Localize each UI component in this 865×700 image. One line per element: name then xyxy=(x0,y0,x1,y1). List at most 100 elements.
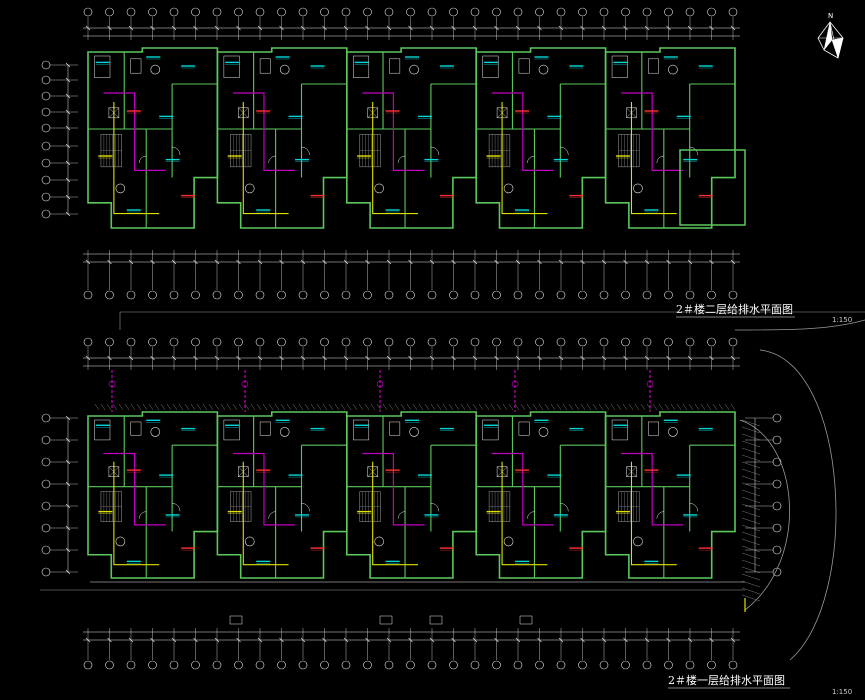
dimension-tick xyxy=(408,259,413,265)
toilet-fixture xyxy=(482,419,499,441)
floor-drain-fixture xyxy=(633,536,643,547)
manhole xyxy=(229,615,243,625)
dimension-tick xyxy=(515,259,521,265)
shaft-cross xyxy=(626,107,637,118)
shaft-cross xyxy=(108,466,120,477)
grid-axis-bubble xyxy=(556,660,566,670)
floor-drain-fixture xyxy=(244,536,255,547)
grid-axis-bubble xyxy=(492,337,501,347)
grid-axis-bubble xyxy=(277,290,286,300)
dimension-tick xyxy=(730,637,736,643)
dimension-tick xyxy=(107,25,112,31)
grid-axis-bubble xyxy=(234,660,243,670)
dimension-tick xyxy=(322,259,327,265)
dimension-tick xyxy=(687,25,693,31)
dimension-tick xyxy=(193,637,198,643)
door-swing xyxy=(689,503,698,512)
supply-pipe xyxy=(621,452,684,526)
door-swing xyxy=(172,146,181,156)
sink-fixture xyxy=(518,58,530,74)
supply-pipe xyxy=(103,452,166,526)
perimeter-hatch xyxy=(550,403,556,411)
grid-axis-bubble xyxy=(685,660,695,670)
perimeter-hatch xyxy=(730,403,736,411)
dimension-tick xyxy=(171,637,177,643)
grid-axis-bubble xyxy=(535,660,544,670)
perimeter-hatch xyxy=(160,403,166,411)
perimeter-hatch xyxy=(508,403,514,411)
grid-axis-bubble xyxy=(212,337,222,347)
second-floor-plan xyxy=(41,7,746,300)
perimeter-hatch xyxy=(388,403,394,411)
shaft-cross xyxy=(626,466,637,477)
manhole xyxy=(429,615,443,625)
grid-axis-bubble xyxy=(255,660,265,670)
perimeter-hatch xyxy=(430,403,436,411)
dimension-tick xyxy=(236,355,241,361)
drain-pipe xyxy=(113,102,160,215)
manhole xyxy=(379,615,393,625)
perimeter-hatch xyxy=(694,403,700,411)
dimension-tick xyxy=(150,259,155,265)
exterior-wall xyxy=(345,411,478,579)
perimeter-hatch xyxy=(130,403,136,411)
door-swing xyxy=(527,511,535,519)
supply-pipe xyxy=(491,92,554,171)
riser-marker xyxy=(108,380,116,388)
dimension-tick xyxy=(580,25,585,31)
perimeter-hatch xyxy=(190,403,196,411)
grid-axis-bubble xyxy=(341,290,351,300)
perimeter-hatch xyxy=(202,403,208,411)
perimeter-hatch xyxy=(568,403,574,411)
water-heater-fixture xyxy=(150,64,161,75)
grid-axis-bubble xyxy=(556,290,566,300)
perimeter-hatch xyxy=(610,403,616,411)
perimeter-hatch xyxy=(328,403,334,411)
grid-axis-bubble xyxy=(664,7,673,17)
landscape-hatch xyxy=(741,454,761,462)
grid-axis-bubble xyxy=(685,7,695,17)
perimeter-hatch xyxy=(232,403,238,411)
perimeter-hatch xyxy=(226,403,232,411)
perimeter-hatch xyxy=(532,403,538,411)
grid-axis-bubble xyxy=(191,7,200,17)
door-swing xyxy=(656,155,664,164)
perimeter-hatch xyxy=(310,403,316,411)
dwelling-unit xyxy=(604,47,736,229)
grid-axis-bubble xyxy=(578,337,587,347)
dimension-tick xyxy=(666,355,671,361)
grid-axis-bubble xyxy=(470,290,480,300)
dimension-tick xyxy=(128,637,134,643)
perimeter-hatch xyxy=(664,403,670,411)
grid-axis-bubble xyxy=(298,660,308,670)
dimension-tick xyxy=(171,259,177,265)
perimeter-hatch xyxy=(466,403,472,411)
perimeter-hatch xyxy=(274,403,280,411)
dimension-tick xyxy=(365,25,370,31)
grid-axis-bubble xyxy=(384,290,394,300)
dimension-tick xyxy=(107,259,112,265)
perimeter-hatch xyxy=(292,403,298,411)
grid-axis-bubble xyxy=(556,337,566,347)
shaft-cross xyxy=(496,107,508,118)
dimension-tick xyxy=(257,25,263,31)
exterior-wall xyxy=(216,411,348,579)
dimension-tick xyxy=(171,355,177,361)
door-swing xyxy=(172,503,181,512)
dimension-tick xyxy=(580,637,585,643)
grid-axis-bubble xyxy=(298,7,308,17)
grid-axis-bubble xyxy=(449,290,458,300)
grid-axis-bubble xyxy=(148,660,157,670)
perimeter-hatch xyxy=(700,403,706,411)
grid-axis-bubble xyxy=(126,660,136,670)
dimension-tick xyxy=(429,637,435,643)
grid-axis-bubble xyxy=(556,7,566,17)
dimension-tick xyxy=(214,355,220,361)
supply-pipe xyxy=(362,452,425,526)
exterior-wall xyxy=(475,411,607,579)
grid-axis-bubble xyxy=(728,7,738,17)
dimension-tick xyxy=(365,355,370,361)
grid-axis-bubble xyxy=(191,290,200,300)
water-heater-fixture xyxy=(668,427,678,437)
exterior-wall xyxy=(216,47,348,229)
